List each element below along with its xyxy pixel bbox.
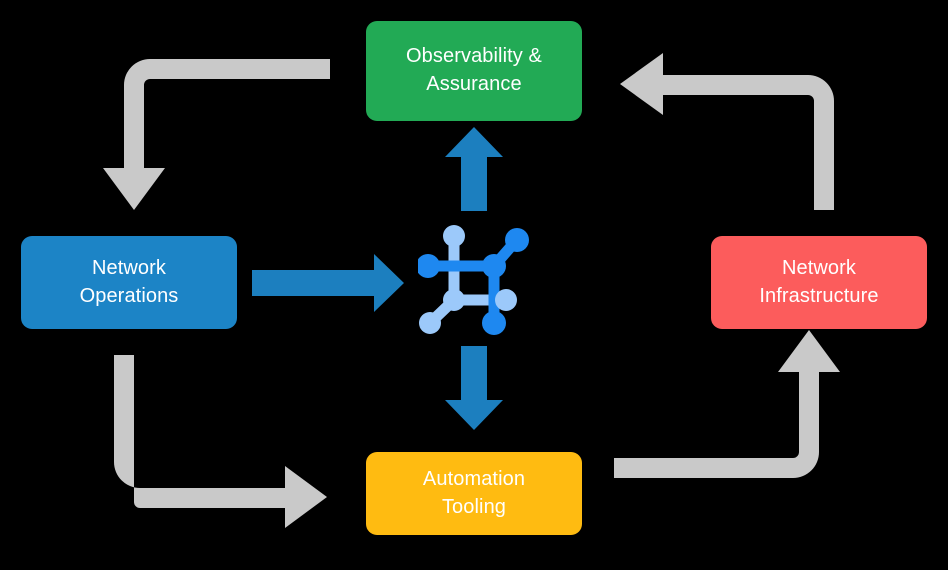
node-label-observability-assurance: Observability & Assurance [406,45,542,95]
gray-arrow-observability-to-operations [103,59,330,210]
network-topology-icon [418,225,529,335]
node-box-automation-tooling[interactable]: Automation Tooling [366,452,582,535]
gray-arrow-automation-to-infrastructure [614,330,840,478]
blue-arrow-center-to-observability[interactable] [445,127,503,211]
node-box-observability-assurance[interactable]: Observability & Assurance [366,21,582,121]
node-label-network-infrastructure: Network Infrastructure [759,256,879,307]
node-box-network-infrastructure[interactable]: Network Infrastructure [711,236,927,329]
blue-arrow-center-to-automation[interactable] [445,346,503,430]
node-label-automation-tooling: Automation Tooling [422,467,526,518]
gray-arrow-operations-to-automation [114,355,327,528]
network-links-secondary [426,230,500,327]
network-nodes-secondary [419,225,517,334]
node-label-network-operations: Network Operations [79,256,179,307]
node-box-network-operations[interactable]: Network Operations [21,236,237,329]
gray-arrow-infrastructure-to-observability [620,53,834,210]
network-nodes-primary [418,228,529,335]
blue-arrow-operations-to-center[interactable] [252,254,404,312]
